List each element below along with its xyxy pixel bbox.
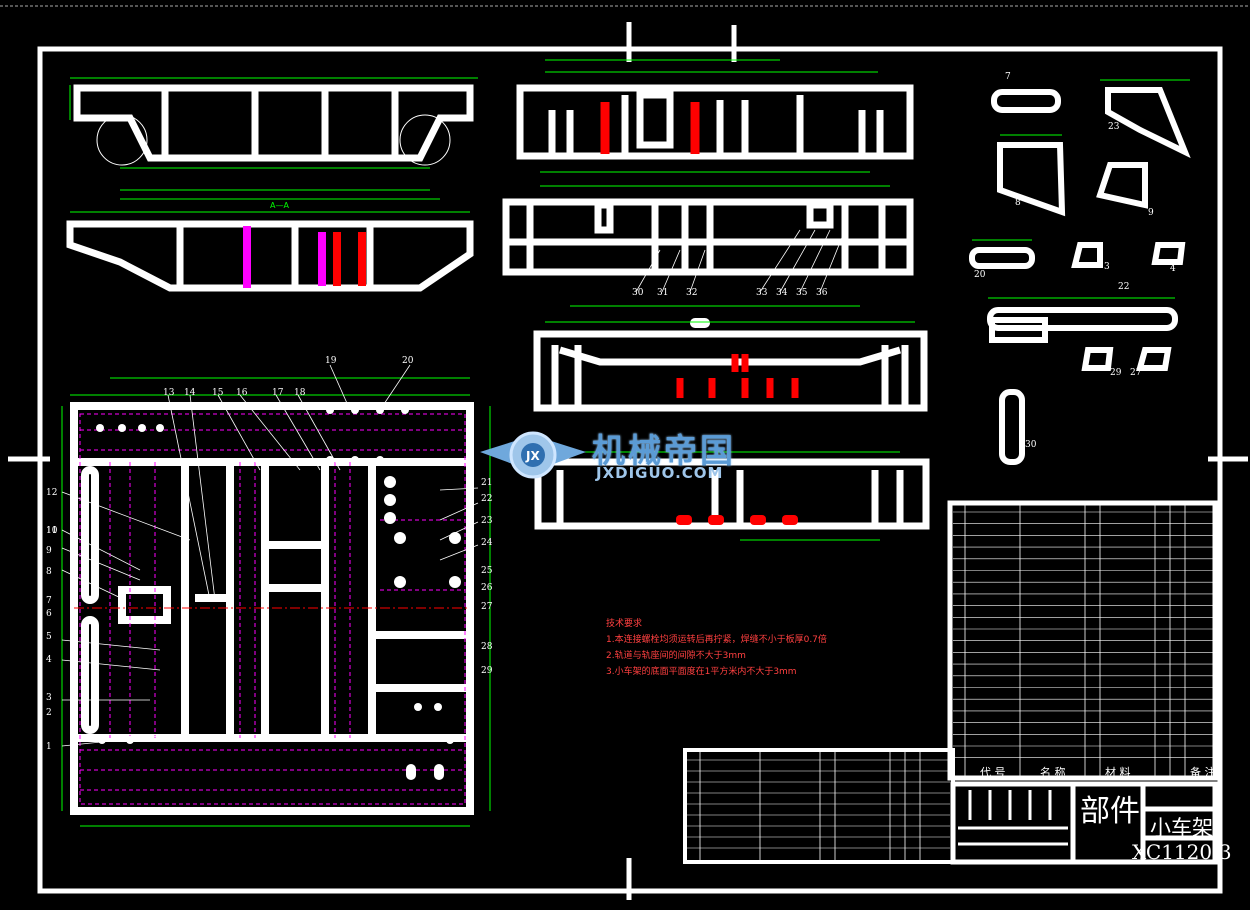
balloon-27: 27 [481, 602, 493, 612]
balloon-25: 25 [481, 566, 493, 576]
balloon-23: 23 [481, 516, 493, 526]
gear-logo-icon: JX [480, 431, 586, 479]
watermark: JX 机械帝国 JXDIGUO.COM [478, 422, 778, 488]
view-label-36: 36 [816, 288, 828, 298]
bom-header-note: 备 注 [1190, 766, 1216, 779]
detail-label-8: 8 [1015, 198, 1021, 208]
detail-label-23: 23 [1108, 122, 1120, 132]
lower-frame-view [534, 451, 930, 541]
balloon-10: 10 [46, 526, 58, 536]
title-block-grid [958, 790, 1068, 846]
balloon-3: 3 [46, 693, 52, 703]
balloon-21: 21 [481, 478, 493, 488]
tech-requirements-title: 技术要求 [606, 619, 643, 629]
svg-text:JX: JX [525, 449, 540, 463]
bom-rows [687, 503, 1213, 862]
detail-label-27: 27 [1130, 368, 1142, 378]
view-label-33: 33 [756, 288, 768, 298]
tech-requirement-1: 1.本连接螺栓均须运转后再拧紧，焊缝不小于板厚0.7倍 [606, 635, 827, 645]
balloon-8: 8 [46, 567, 52, 577]
balloon-19: 19 [325, 356, 337, 366]
balloon-15: 15 [212, 388, 224, 398]
plan-view [61, 364, 491, 827]
balloon-18: 18 [294, 388, 306, 398]
balloon-17: 17 [272, 388, 284, 398]
watermark-url: JXDIGUO.COM [596, 464, 724, 482]
detail-label-29: 29 [1110, 368, 1122, 378]
bom-header-code: 代 号 [980, 766, 1006, 779]
balloon-5: 5 [46, 632, 52, 642]
end-elevation-view [516, 59, 914, 173]
view-label-32: 32 [686, 288, 698, 298]
drawing-number-label: XC1120-3 [1132, 840, 1232, 864]
view-label-35: 35 [796, 288, 808, 298]
part-type-label: 部件 [1080, 794, 1140, 829]
detail-label-20: 20 [974, 270, 986, 280]
detail-label-30: 30 [1025, 440, 1037, 450]
centering-marks [8, 22, 1248, 900]
balloon-14: 14 [184, 388, 196, 398]
view-label-31: 31 [657, 288, 669, 298]
balloon-12: 12 [46, 488, 58, 498]
side-elevation-view: A—A [66, 198, 474, 292]
balloon-2: 2 [46, 708, 52, 718]
detail-label-9: 9 [1148, 208, 1154, 218]
bom-header-name: 名 称 [1040, 766, 1066, 779]
balloon-20: 20 [402, 356, 414, 366]
part-name-label: 小车架 [1150, 816, 1213, 840]
balloon-9: 9 [46, 546, 52, 556]
view-label-30: 30 [632, 288, 644, 298]
frame-section-view [502, 185, 914, 293]
balloon-28: 28 [481, 642, 493, 652]
balloon-24: 24 [481, 538, 493, 548]
view-label-34: 34 [776, 288, 788, 298]
balloon-16: 16 [236, 388, 248, 398]
rail-elevation-view [533, 305, 928, 412]
balloon-7: 7 [46, 596, 52, 606]
detail-label-7: 7 [1005, 72, 1011, 82]
watermark-title: 机械帝国 [592, 431, 736, 470]
balloon-29: 29 [481, 666, 493, 676]
balloon-26: 26 [481, 583, 493, 593]
balloon-4: 4 [46, 655, 52, 665]
detail-label-22: 22 [1118, 282, 1130, 292]
front-elevation-view [69, 77, 478, 191]
title-block [950, 781, 1218, 865]
tech-requirement-3: 3.小车架的底面平面度在1平方米内不大于3mm [606, 667, 797, 677]
balloon-22: 22 [481, 494, 493, 504]
technical-requirements: 技术要求 1.本连接螺栓均须运转后再拧紧，焊缝不小于板厚0.7倍 2.轨道与轨座… [606, 616, 827, 680]
tech-requirement-2: 2.轨道与轨座间的间隙不大于3mm [606, 651, 746, 661]
balloon-6: 6 [46, 609, 52, 619]
detail-parts [969, 79, 1191, 465]
balloon-1: 1 [46, 742, 52, 752]
detail-label-4: 4 [1170, 264, 1176, 274]
section-mark-label: A—A [270, 201, 289, 210]
balloon-13: 13 [163, 388, 175, 398]
bom-header-material: 材 料 [1105, 766, 1131, 779]
detail-label-3: 3 [1104, 262, 1110, 272]
balloon-11: 11 [46, 526, 58, 536]
